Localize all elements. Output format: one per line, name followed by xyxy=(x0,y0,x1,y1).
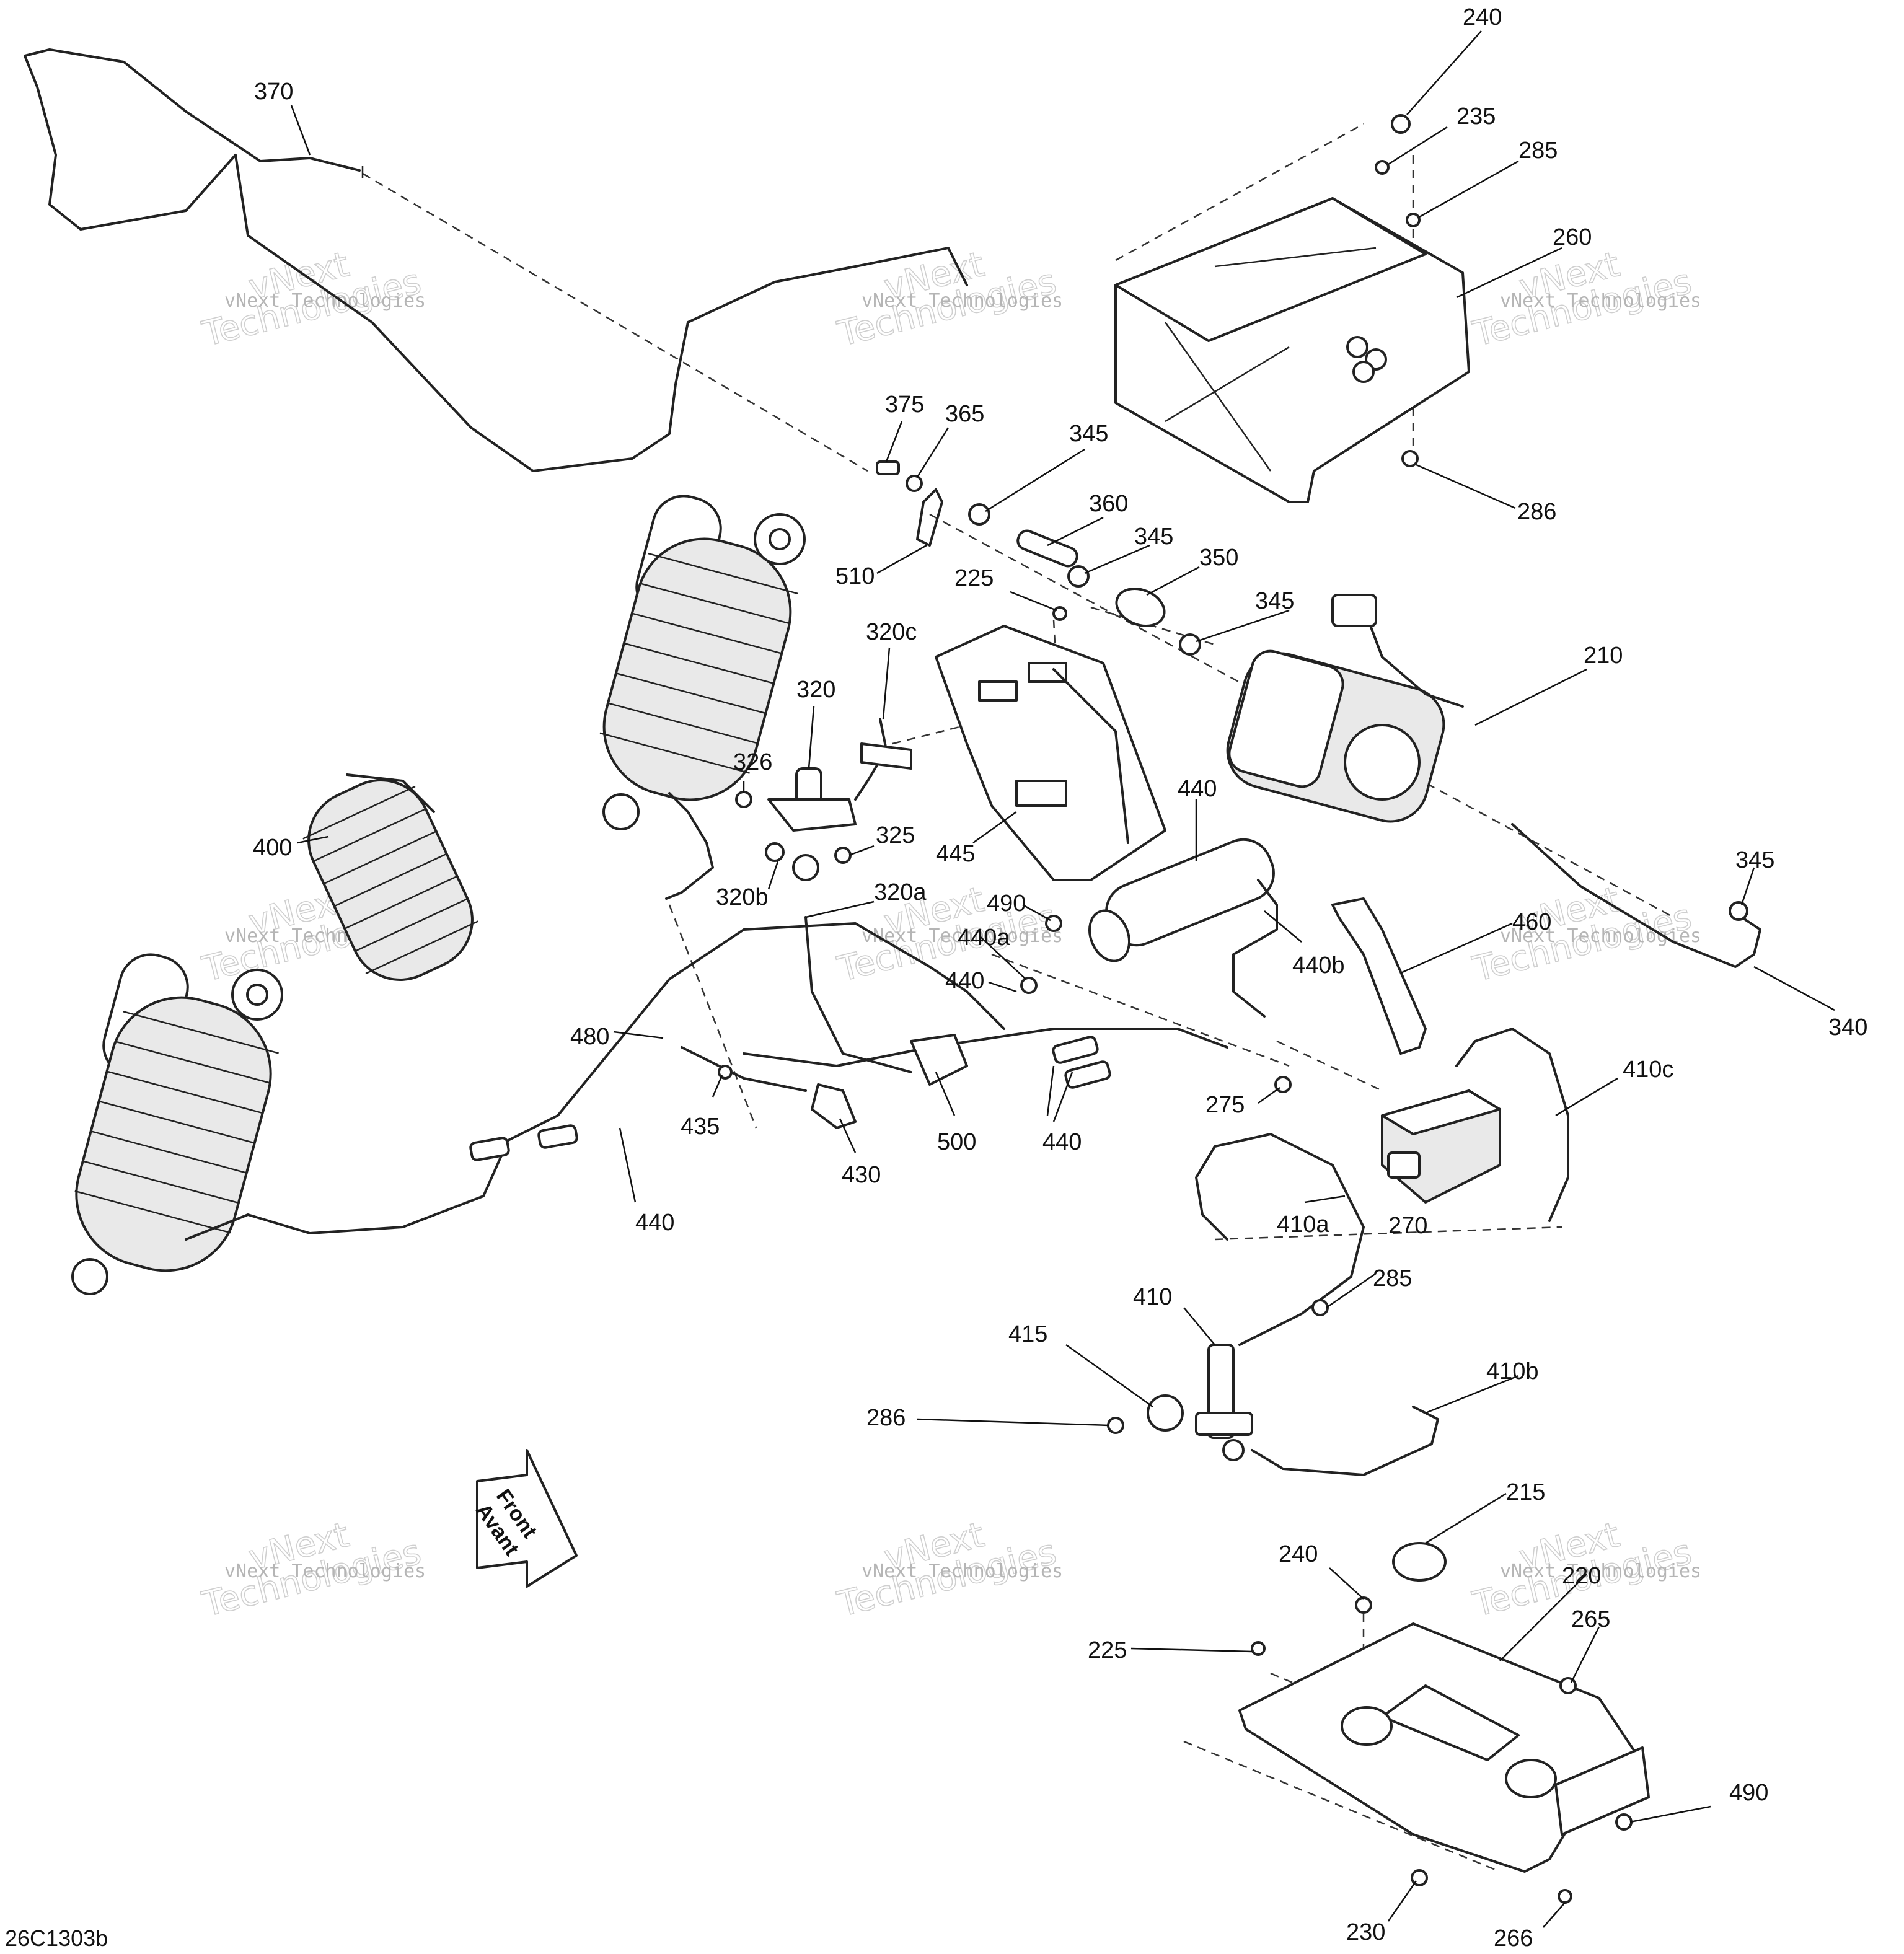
label-410b: 410b xyxy=(1486,1358,1539,1384)
label-440-fitting: 440 xyxy=(945,968,984,994)
label-320c: 320c xyxy=(866,619,917,645)
label-285-mid: 285 xyxy=(1373,1265,1412,1292)
label-320: 320 xyxy=(796,677,835,703)
label-275: 275 xyxy=(1205,1092,1245,1118)
label-240-top: 240 xyxy=(1463,4,1502,30)
label-266: 266 xyxy=(1494,1925,1533,1952)
label-320a: 320a xyxy=(874,879,927,905)
label-345-c: 345 xyxy=(1255,588,1294,614)
label-225-top: 225 xyxy=(954,565,994,591)
label-490-center: 490 xyxy=(987,891,1026,917)
label-430: 430 xyxy=(842,1162,881,1188)
harness-440 xyxy=(507,922,1005,1142)
label-350: 350 xyxy=(1199,545,1238,571)
label-286-mid: 286 xyxy=(866,1405,906,1431)
label-270: 270 xyxy=(1388,1213,1427,1239)
diagram-code: 26C1303b xyxy=(5,1925,108,1951)
label-215: 215 xyxy=(1506,1479,1545,1505)
label-265: 265 xyxy=(1571,1606,1610,1632)
watermark-small-1: vNext Technologies xyxy=(224,290,426,312)
spring-400 xyxy=(302,773,478,981)
strap-460 xyxy=(1331,897,1427,1055)
label-326: 326 xyxy=(733,749,772,775)
label-370: 370 xyxy=(254,79,293,105)
label-320b: 320b xyxy=(716,884,769,910)
label-260: 260 xyxy=(1553,224,1592,250)
label-500: 500 xyxy=(937,1129,976,1155)
part-labels: 370 240 235 285 260 286 375 365 345 360 … xyxy=(253,4,1867,1952)
label-440a: 440a xyxy=(958,925,1010,951)
hose-340 xyxy=(1511,823,1761,968)
label-410c: 410c xyxy=(1623,1057,1673,1083)
watermark-small-9: vNext Technologies xyxy=(1500,1560,1701,1582)
label-210: 210 xyxy=(1584,643,1623,669)
front-direction-arrow: Front Avant xyxy=(471,1449,578,1588)
label-460: 460 xyxy=(1512,909,1551,935)
compressor-210 xyxy=(1226,594,1464,823)
watermark-small-3: vNext Technologies xyxy=(1500,290,1701,312)
watermark-small-8: vNext Technologies xyxy=(862,1560,1063,1582)
label-285-top: 285 xyxy=(1518,138,1558,164)
leader-lines xyxy=(290,30,1835,1928)
line-410b xyxy=(1251,1406,1439,1476)
label-360: 360 xyxy=(1089,491,1128,517)
fasteners xyxy=(718,114,1748,1434)
shock-absorber-lower xyxy=(71,953,509,1295)
label-225-bottom: 225 xyxy=(1088,1637,1127,1663)
air-line-370 xyxy=(24,48,968,472)
label-440-harness: 440 xyxy=(1042,1129,1082,1155)
base-plate-220 xyxy=(1238,1542,1650,1904)
label-435: 435 xyxy=(681,1114,720,1140)
fitting-410 xyxy=(1195,1344,1253,1461)
label-445: 445 xyxy=(936,841,975,867)
clamp-415 xyxy=(1147,1394,1184,1432)
label-400: 400 xyxy=(253,835,292,861)
label-440-tank: 440 xyxy=(1178,776,1217,802)
valve-block-270 xyxy=(1381,1089,1501,1204)
shock-absorber-upper xyxy=(599,495,806,900)
watermark-small-6: vNext Technologies xyxy=(1500,925,1701,947)
bracket-445 xyxy=(935,625,1166,881)
label-220: 220 xyxy=(1562,1563,1601,1589)
label-365: 365 xyxy=(945,401,984,427)
small-parts-top xyxy=(876,460,1201,656)
label-480: 480 xyxy=(570,1024,609,1050)
label-440b: 440b xyxy=(1292,953,1345,979)
bracket-430 xyxy=(811,1083,857,1129)
watermark-small-5: vNext Technologies xyxy=(862,925,1063,947)
label-375: 375 xyxy=(885,392,924,418)
watermark-small-7: vNext Technologies xyxy=(224,1560,426,1582)
label-410a: 410a xyxy=(1277,1212,1329,1238)
grommet-500 xyxy=(910,1034,968,1086)
bracket-260 xyxy=(1114,197,1470,503)
watermark-small-2: vNext Technologies xyxy=(862,290,1063,312)
label-235: 235 xyxy=(1457,103,1496,130)
label-440-lower: 440 xyxy=(635,1210,674,1236)
label-340: 340 xyxy=(1828,1014,1867,1041)
line-410c xyxy=(1455,1028,1569,1222)
line-410a xyxy=(1195,1133,1365,1346)
label-410: 410 xyxy=(1133,1284,1172,1310)
label-490-bottom: 490 xyxy=(1729,1780,1768,1806)
label-510: 510 xyxy=(835,563,875,589)
label-345-b: 345 xyxy=(1134,524,1173,550)
sensor-320 xyxy=(767,718,912,881)
label-286-top: 286 xyxy=(1517,499,1556,525)
label-345-a: 345 xyxy=(1069,421,1108,447)
label-325: 325 xyxy=(876,822,915,848)
label-240-bottom: 240 xyxy=(1279,1541,1318,1567)
label-415: 415 xyxy=(1008,1321,1047,1347)
label-345-d: 345 xyxy=(1735,847,1774,873)
air-tank-440 xyxy=(1088,838,1278,1018)
label-230: 230 xyxy=(1346,1919,1385,1945)
parts: Front Avant xyxy=(24,48,1761,1904)
